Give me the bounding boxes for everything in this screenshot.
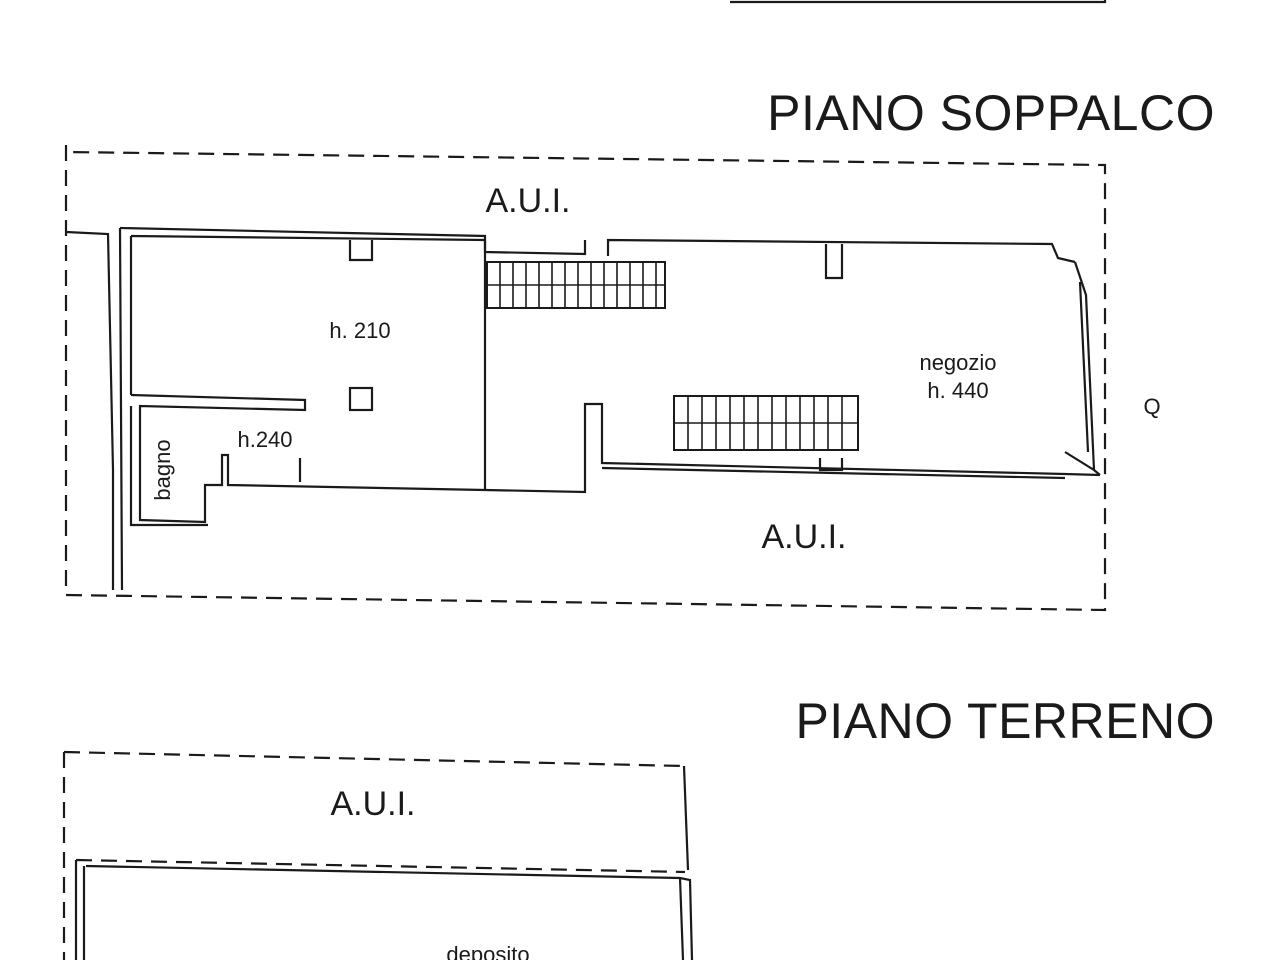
room-height-small-label: h.240 [237,427,292,452]
mezzanine-walls [65,226,1101,591]
mezzanine-boundary [64,145,1107,612]
mezzanine-title: PIANO SOPPALCO [767,85,1215,141]
storage-label: deposito [446,942,529,960]
ground-aui-top-label: A.U.I. [330,785,415,823]
mezzanine-stairs-bottom [673,395,859,451]
ground-title: PIANO TERRENO [795,693,1215,749]
previous-plan-fragment [730,0,1107,4]
room-height-left-label: h. 210 [329,318,390,343]
shop-name-label: negozio [919,350,996,375]
mezzanine-aui-bottom-label: A.U.I. [761,518,846,556]
ground-floor-plan: PIANO TERRENO A.U.I. deposito [62,693,1215,960]
bathroom-label: bagno [150,439,175,500]
side-mark-label: Q [1143,394,1160,419]
shop-height-label: h. 440 [927,378,988,403]
mezzanine-aui-top-label: A.U.I. [485,182,570,220]
mezzanine-plan: PIANO SOPPALCO [64,85,1215,612]
mezzanine-stairs-top [486,261,666,309]
ground-walls [74,858,694,960]
